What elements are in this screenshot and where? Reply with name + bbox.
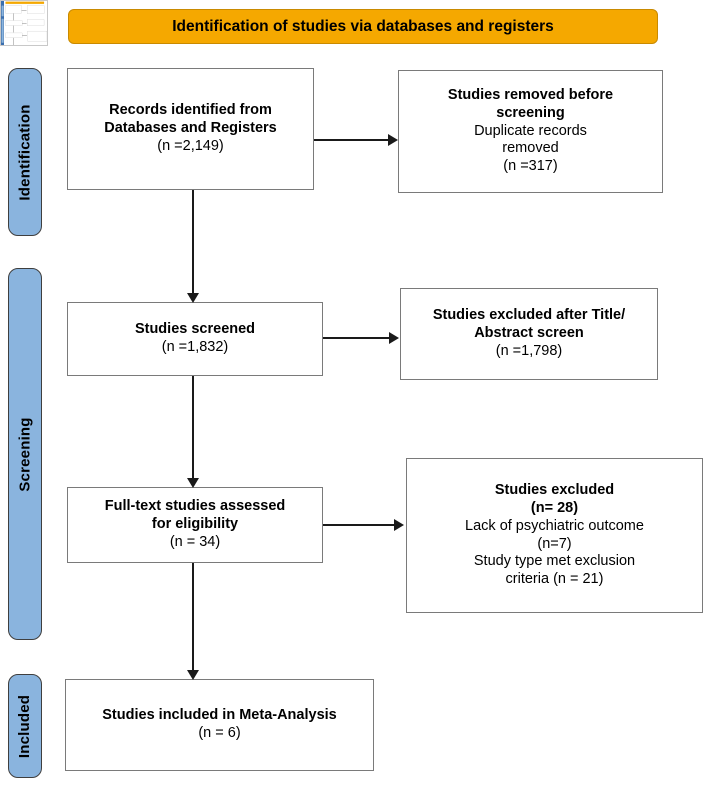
arrowhead-down-icon bbox=[187, 478, 199, 488]
box-studies-removed-line2: screening bbox=[496, 104, 565, 121]
box-studies-removed-count: (n =317) bbox=[503, 158, 558, 175]
connector-screened-to-fulltext bbox=[192, 376, 194, 480]
slide-thumbnail-preview bbox=[1, 1, 47, 45]
header-banner-label: Identification of studies via databases … bbox=[172, 17, 554, 35]
box-records-identified[interactable]: Records identified from Databases and Re… bbox=[67, 68, 314, 190]
box-included-meta-count: (n = 6) bbox=[198, 725, 241, 741]
phase-label-screening: Screening bbox=[16, 416, 34, 492]
arrowhead-right-icon bbox=[388, 134, 398, 146]
box-records-identified-line1: Records identified from bbox=[109, 102, 272, 119]
box-fulltext-assessed-line2: for eligibility bbox=[151, 516, 239, 533]
box-studies-excluded-reason2-count: criteria (n = 21) bbox=[505, 570, 604, 587]
arrowhead-right-icon bbox=[389, 332, 399, 344]
phase-bar-included[interactable]: Included bbox=[8, 674, 42, 778]
box-studies-excluded-reason1: Lack of psychiatric outcome bbox=[465, 517, 644, 534]
box-studies-removed-line1: Studies removed before bbox=[447, 87, 614, 104]
connector-identified-to-removed bbox=[314, 139, 390, 141]
box-studies-screened-count: (n =1,832) bbox=[161, 339, 229, 355]
connector-screened-to-excluded bbox=[323, 337, 391, 339]
slide-thumbnail-selection-indicator bbox=[1, 1, 4, 45]
box-records-identified-count: (n =2,149) bbox=[157, 137, 224, 154]
phase-bar-screening[interactable]: Screening bbox=[8, 268, 42, 640]
header-banner[interactable]: Identification of studies via databases … bbox=[68, 9, 658, 44]
box-included-meta-line1: Studies included in Meta-Analysis bbox=[102, 707, 337, 724]
phase-label-included: Included bbox=[16, 694, 34, 758]
box-studies-screened-line1: Studies screened bbox=[134, 321, 256, 338]
connector-identified-to-screened bbox=[192, 190, 194, 295]
box-fulltext-assessed-count: (n = 34) bbox=[169, 533, 221, 550]
box-studies-excluded-title-abstract[interactable]: Studies excluded after Title/ Abstract s… bbox=[400, 288, 658, 380]
phase-label-identification: Identification bbox=[16, 103, 34, 201]
phase-bar-identification[interactable]: Identification bbox=[8, 68, 42, 236]
arrowhead-down-icon bbox=[187, 293, 199, 303]
box-studies-excluded-reason1-count: (n=7) bbox=[537, 535, 572, 552]
arrowhead-right-icon bbox=[394, 519, 404, 531]
box-studies-screened[interactable]: Studies screened (n =1,832) bbox=[67, 302, 323, 376]
box-studies-excluded-reason2: Study type met exclusion bbox=[473, 553, 636, 570]
connector-fulltext-to-excluded bbox=[323, 524, 396, 526]
box-studies-removed-before-screening[interactable]: Studies removed before screening Duplica… bbox=[398, 70, 663, 193]
box-studies-included-meta-analysis[interactable]: Studies included in Meta-Analysis (n = 6… bbox=[65, 679, 374, 771]
box-studies-removed-line3: Duplicate records bbox=[474, 122, 587, 139]
arrowhead-down-icon bbox=[187, 670, 199, 680]
box-studies-removed-line4: removed bbox=[502, 140, 559, 157]
box-records-identified-line2: Databases and Registers bbox=[104, 120, 277, 137]
box-excluded-title-abstract-count: (n =1,798) bbox=[495, 342, 563, 359]
box-studies-excluded-count: (n= 28) bbox=[530, 500, 579, 517]
box-excluded-title-abstract-line2: Abstract screen bbox=[474, 325, 584, 342]
slide-thumbnail-panel[interactable] bbox=[0, 0, 48, 46]
box-excluded-title-abstract-line1: Studies excluded after Title/ bbox=[432, 307, 626, 324]
box-fulltext-assessed-line1: Full-text studies assessed bbox=[104, 498, 286, 515]
box-studies-excluded-line1: Studies excluded bbox=[494, 482, 615, 499]
box-studies-excluded[interactable]: Studies excluded (n= 28) Lack of psychia… bbox=[406, 458, 703, 613]
box-fulltext-studies-assessed[interactable]: Full-text studies assessed for eligibili… bbox=[67, 487, 323, 563]
connector-fulltext-to-included bbox=[192, 563, 194, 672]
